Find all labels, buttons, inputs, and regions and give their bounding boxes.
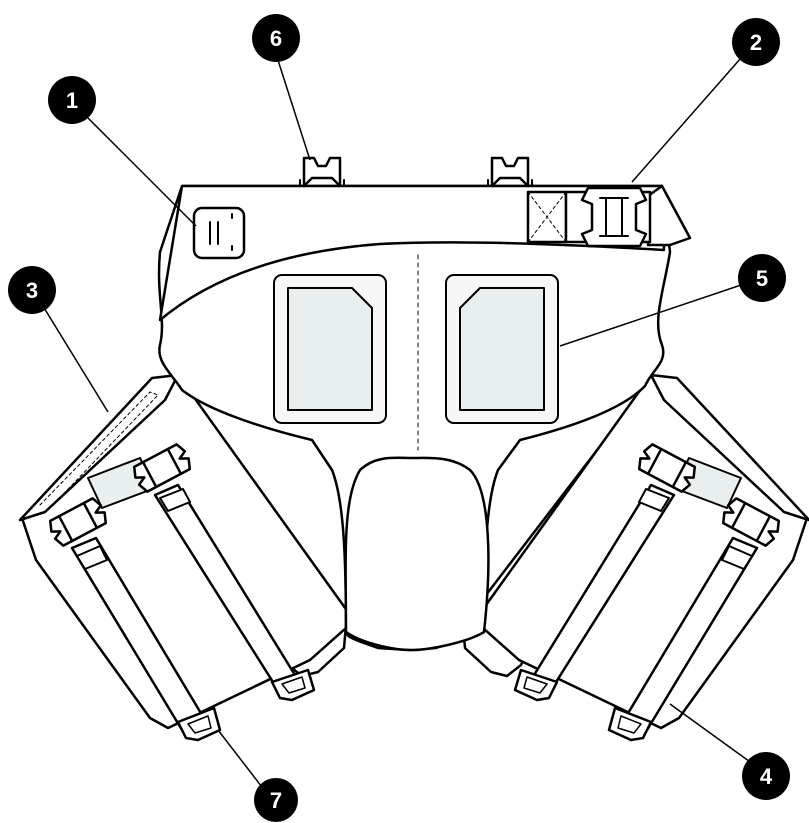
callouts: 1 2 3 4 5 6 7	[8, 14, 790, 822]
right-ring-inner	[513, 668, 559, 702]
right-buckle-outer	[721, 497, 781, 547]
left-buckle-inner	[132, 443, 192, 493]
callout-6-label: 6	[270, 26, 282, 51]
callout-1: 1	[48, 76, 96, 124]
top-clip-right	[490, 156, 530, 188]
callout-3-label: 3	[26, 278, 38, 303]
right-ring-outer	[607, 706, 653, 742]
leader-line-3	[37, 297, 109, 413]
callout-4-label: 4	[760, 764, 773, 789]
callout-3: 3	[8, 266, 56, 314]
left-pocket	[273, 274, 387, 424]
left-buckle-outer	[48, 497, 108, 547]
harness-leg-opening	[344, 456, 490, 652]
callout-6: 6	[252, 14, 300, 62]
callout-5-label: 5	[756, 266, 768, 291]
top-clip-left	[302, 156, 342, 188]
left-ring-outer	[176, 706, 222, 742]
right-pocket	[445, 274, 559, 424]
callout-7-label: 7	[270, 788, 282, 813]
leader-line-6	[275, 53, 311, 161]
callout-5: 5	[738, 254, 786, 302]
callout-7: 7	[254, 778, 298, 822]
callout-1-label: 1	[66, 88, 78, 113]
right-buckle-inner	[637, 443, 697, 493]
leader-line-2	[631, 49, 749, 183]
left-leg-flap	[18, 373, 180, 522]
right-leg-flap	[649, 373, 809, 522]
callout-4: 4	[742, 752, 790, 800]
left-leg-assembly	[18, 373, 350, 742]
callout-2: 2	[732, 18, 780, 66]
leader-line-5	[559, 281, 751, 347]
right-leg-assembly	[461, 373, 809, 742]
left-ring-inner	[270, 668, 316, 702]
belt-buckle-assembly	[526, 184, 692, 248]
leader-line-1	[81, 111, 197, 227]
callout-2-label: 2	[750, 30, 762, 55]
label-tag	[192, 206, 246, 260]
